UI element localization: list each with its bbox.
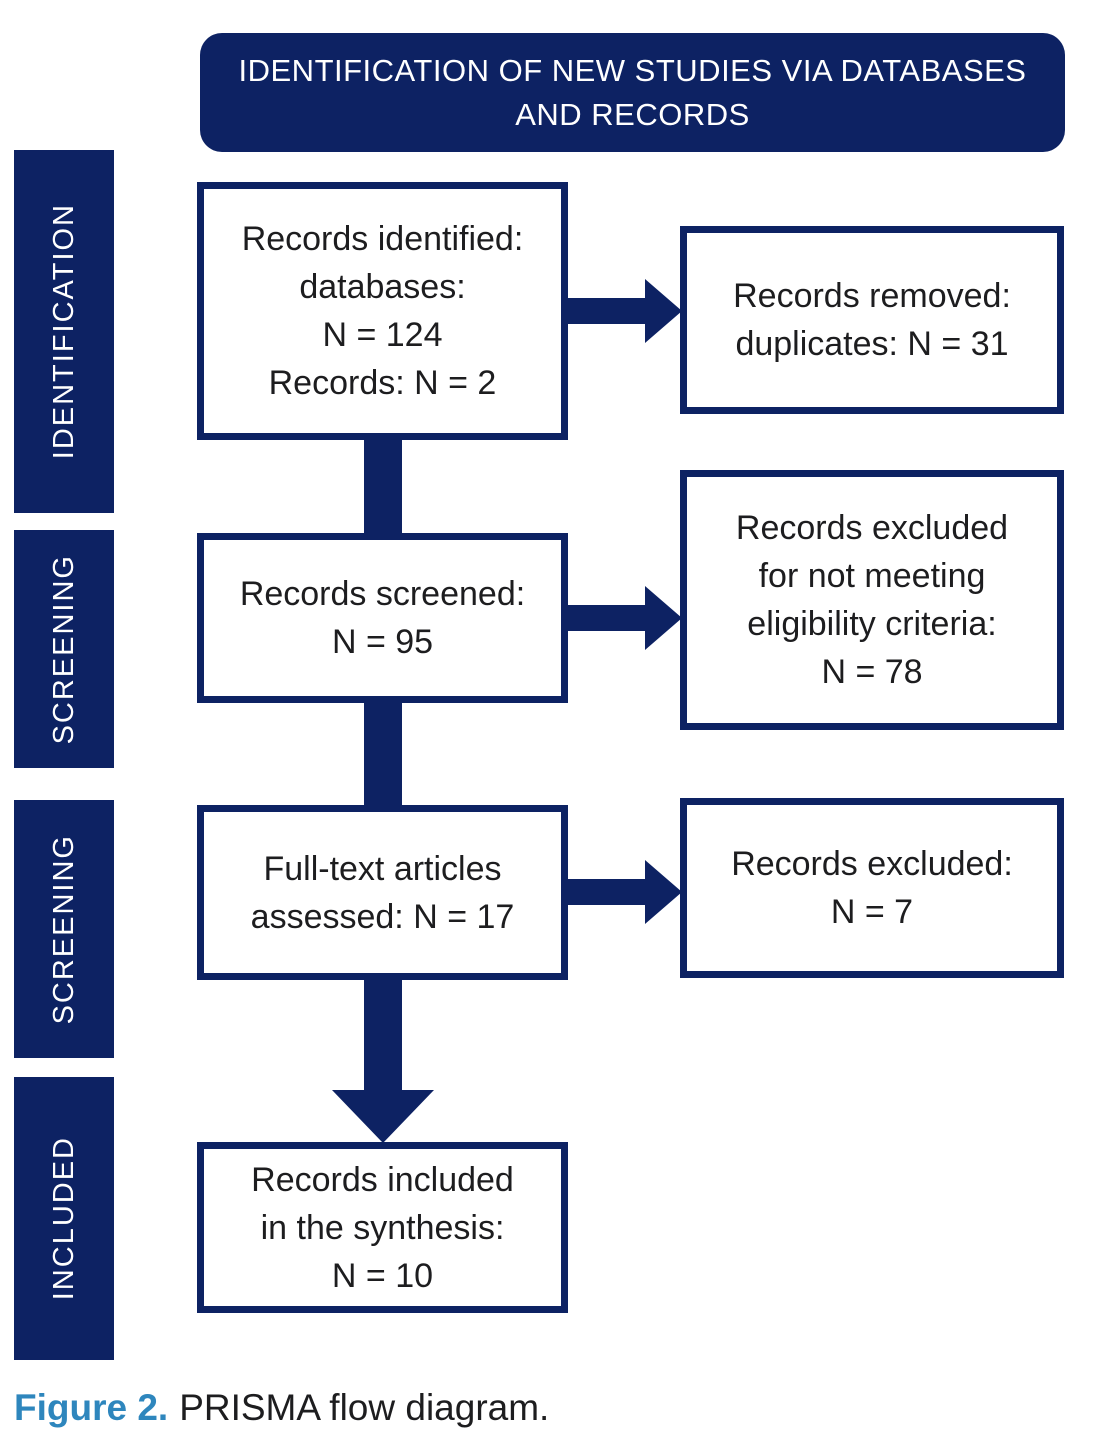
flow-box-records-excluded: Records excluded: N = 7 [680,798,1064,978]
flow-box-records-included: Records included in the synthesis: N = 1… [197,1142,568,1313]
right-arrow-shaft [566,298,646,324]
right-arrow-icon-2 [566,586,682,650]
flow-box-records-identified: Records identified: databases: N = 124 R… [197,182,568,440]
right-arrow-head [645,860,682,924]
connector-down-1 [364,438,402,535]
header-title: IDENTIFICATION OF NEW STUDIES VIA DATABA… [238,52,1027,132]
figure-caption: Figure 2.PRISMA flow diagram. [14,1385,549,1431]
flow-box-records-excluded-eligibility: Records excluded for not meeting eligibi… [680,470,1064,730]
stage-label-screening-2: SCREENING [47,833,80,1025]
flow-box-records-screened: Records screened: N = 95 [197,533,568,703]
stage-bar-screening-1: SCREENING [14,530,114,768]
flow-box-records-removed-duplicates: Records removed: duplicates: N = 31 [680,226,1064,414]
stage-label-included: INCLUDED [47,1136,80,1301]
right-arrow-icon-3 [566,860,682,924]
connector-down-3-shaft [364,978,402,1092]
figure-caption-label: Figure 2. [14,1387,169,1428]
flow-box-text: Records screened: N = 95 [239,575,526,661]
down-arrow-head-icon [332,1090,434,1143]
connector-down-2 [364,701,402,807]
right-arrow-shaft [566,605,646,631]
flow-box-text: Records excluded: N = 7 [731,845,1013,931]
right-arrow-head [645,279,682,343]
right-arrow-shaft [566,879,646,905]
header-banner: IDENTIFICATION OF NEW STUDIES VIA DATABA… [200,33,1065,152]
flow-box-fulltext-assessed: Full-text articles assessed: N = 17 [197,805,568,980]
figure-caption-text: PRISMA flow diagram. [179,1387,550,1428]
stage-label-screening-1: SCREENING [47,553,80,745]
right-arrow-head [645,586,682,650]
flow-box-text: Records included in the synthesis: N = 1… [251,1160,514,1295]
right-arrow-icon-1 [566,279,682,343]
flow-box-text: Records excluded for not meeting eligibi… [735,509,1009,691]
flow-box-text: Records identified: databases: N = 124 R… [241,220,524,402]
flow-box-text: Records removed: duplicates: N = 31 [733,277,1011,363]
stage-bar-screening-2: SCREENING [14,800,114,1058]
flow-box-text: Full-text articles assessed: N = 17 [250,849,515,936]
stage-bar-identification: IDENTIFICATION [14,150,114,513]
stage-bar-included: INCLUDED [14,1077,114,1360]
stage-label-identification: IDENTIFICATION [47,203,80,460]
